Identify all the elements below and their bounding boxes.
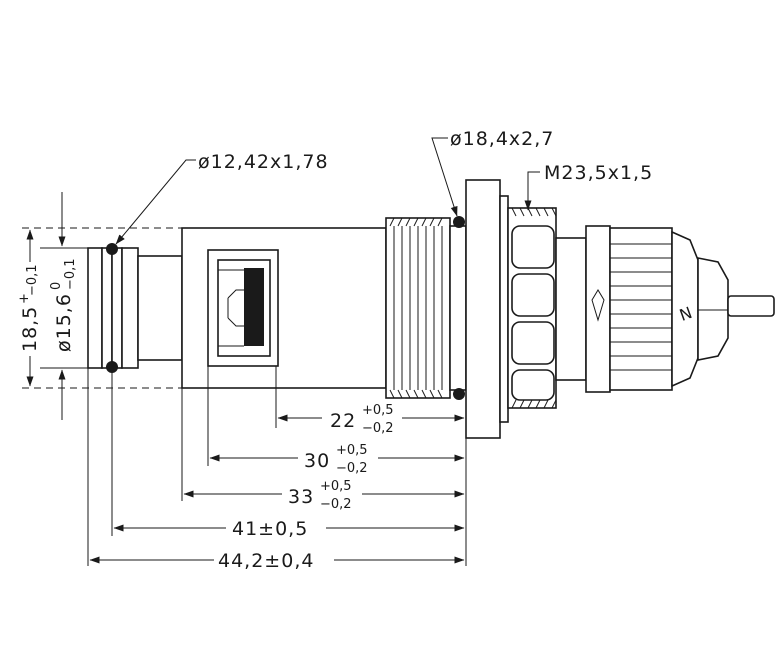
svg-text:+: + bbox=[17, 293, 32, 304]
svg-text:ø15,6: ø15,6 bbox=[53, 293, 75, 352]
svg-text:+0,5: +0,5 bbox=[320, 479, 352, 494]
o-ring-front-bottom bbox=[453, 388, 465, 400]
nut bbox=[499, 195, 557, 423]
dimension-33: 33 +0,5 −0,2 bbox=[288, 479, 352, 512]
svg-text:18,5: 18,5 bbox=[19, 306, 41, 352]
svg-text:+0,5: +0,5 bbox=[362, 403, 394, 418]
dimension-30: 30 +0,5 −0,2 bbox=[304, 443, 368, 476]
svg-text:30: 30 bbox=[304, 450, 330, 472]
svg-text:+0,5: +0,5 bbox=[336, 443, 368, 458]
dimension-height: 18,5 + −0,1 bbox=[17, 264, 41, 352]
flange bbox=[465, 179, 501, 439]
cap bbox=[555, 225, 775, 393]
dimension-41: 41±0,5 bbox=[232, 518, 308, 540]
svg-text:22: 22 bbox=[330, 410, 356, 432]
thread-label: M23,5x1,5 bbox=[544, 162, 653, 184]
svg-text:−0,2: −0,2 bbox=[336, 461, 368, 476]
svg-text:0: 0 bbox=[49, 282, 64, 290]
o-ring-large-label: ø18,4x2,7 bbox=[450, 128, 554, 150]
svg-text:44,2±0,4: 44,2±0,4 bbox=[218, 550, 314, 572]
o-ring-rear-top bbox=[106, 243, 118, 255]
svg-text:41±0,5: 41±0,5 bbox=[232, 518, 308, 540]
thread-section bbox=[385, 217, 467, 399]
o-ring-small-label: ø12,42x1,78 bbox=[198, 151, 329, 173]
svg-text:−0,2: −0,2 bbox=[320, 497, 352, 512]
svg-text:−0,2: −0,2 bbox=[362, 421, 394, 436]
annotations: ø12,42x1,78 ø18,4x2,7 M23,5x1,5 bbox=[198, 128, 653, 184]
dimension-diameter: ø15,6 0 −0,1 bbox=[49, 258, 78, 352]
extension-lines bbox=[22, 227, 467, 566]
svg-text:33: 33 bbox=[288, 486, 314, 508]
svg-text:−0,1: −0,1 bbox=[63, 258, 78, 290]
svg-text:−0,1: −0,1 bbox=[25, 264, 40, 296]
valve-body: N bbox=[87, 179, 775, 439]
dimension-22: 22 +0,5 −0,2 bbox=[330, 403, 394, 436]
o-ring-rear-bottom bbox=[106, 361, 118, 373]
o-ring-front-top bbox=[453, 216, 465, 228]
dimension-44: 44,2±0,4 bbox=[218, 550, 314, 572]
